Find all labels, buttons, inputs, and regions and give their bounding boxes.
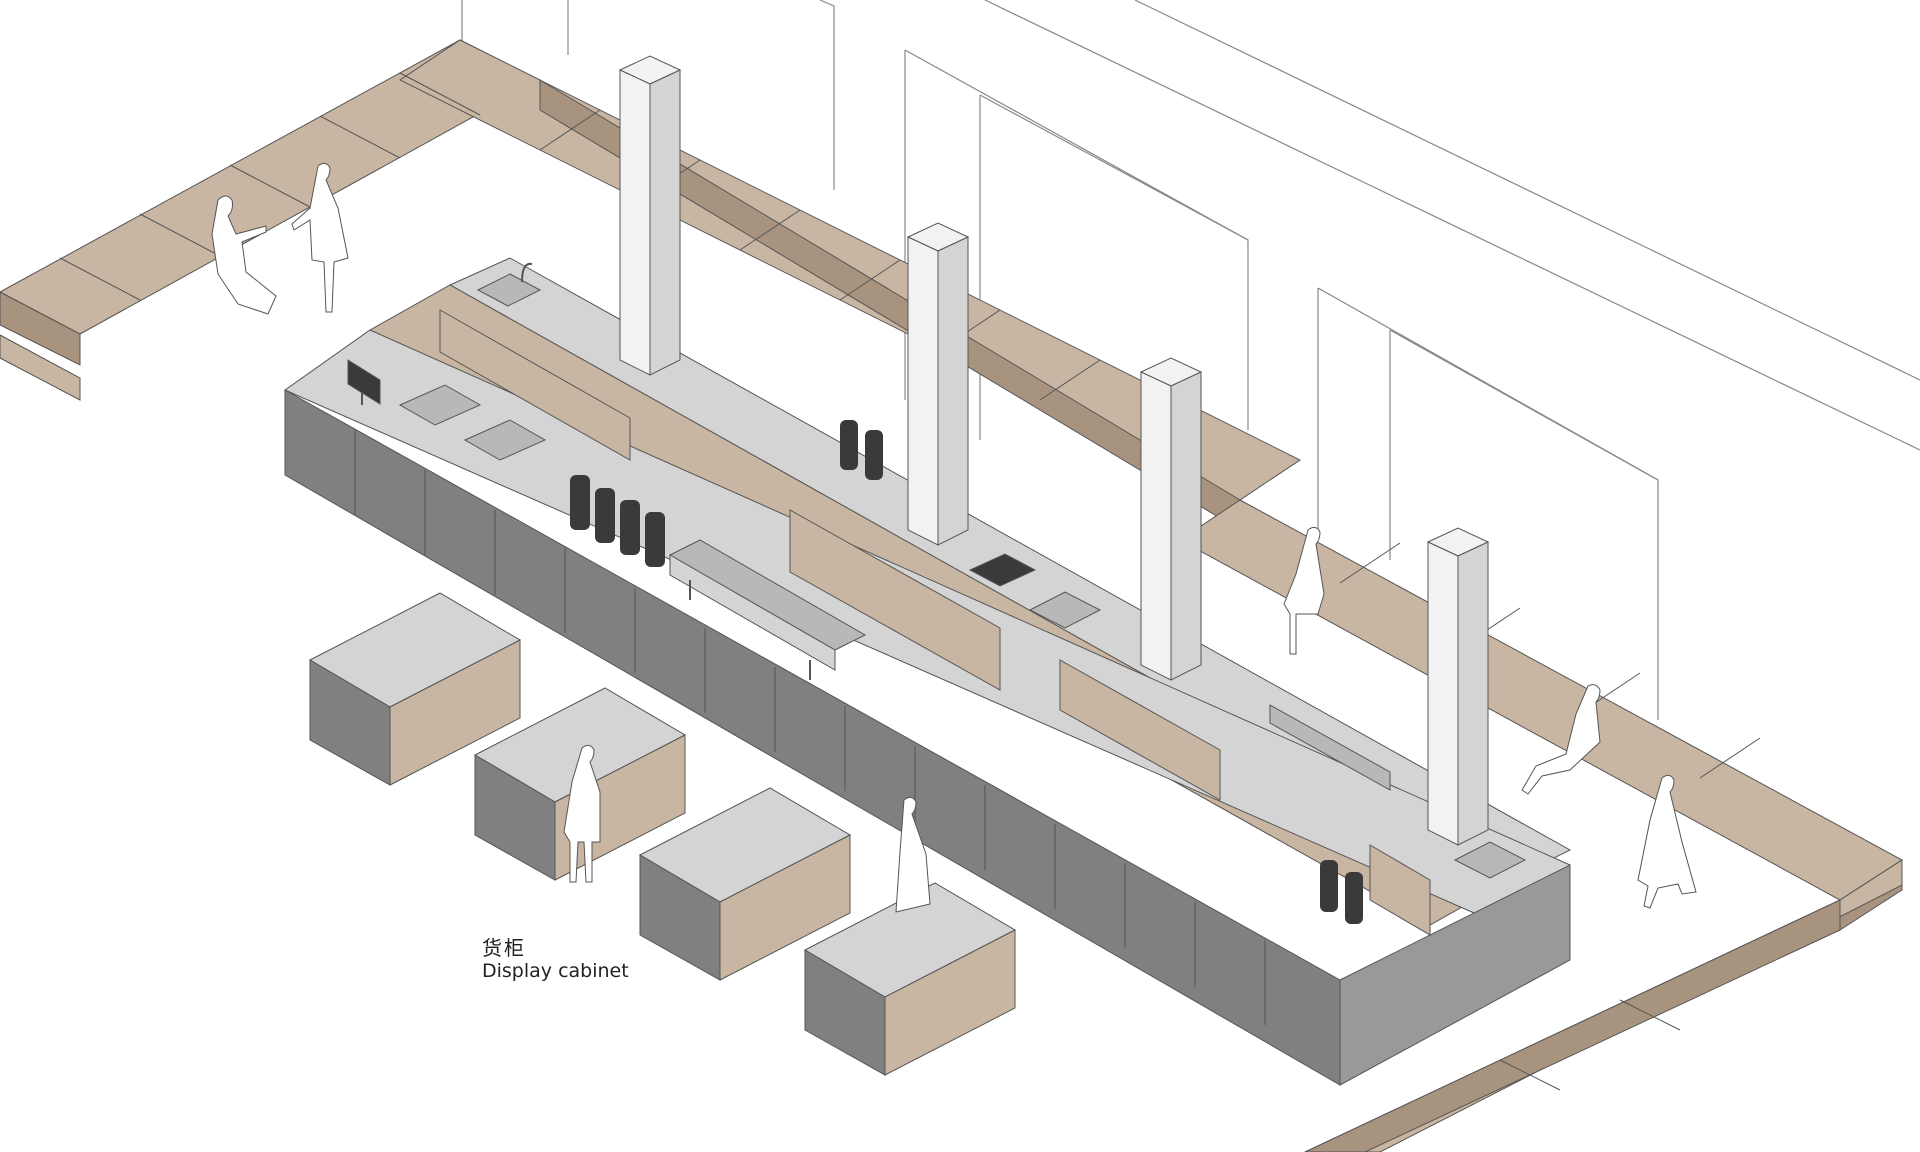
pillar — [906, 222, 970, 546]
espresso-machine-icon — [668, 539, 867, 680]
counter-panels — [354, 430, 1266, 1025]
person-figure-icon — [563, 744, 601, 883]
person-figure-icon — [895, 796, 931, 913]
sink — [1453, 841, 1527, 879]
ingredient-trays — [398, 384, 547, 461]
coffee-grinder-icon — [570, 475, 665, 567]
pillars — [618, 55, 1490, 846]
display-cabinet — [638, 787, 852, 981]
people — [211, 162, 1697, 913]
back-cabinets — [439, 309, 1431, 936]
person-figure-icon — [1283, 526, 1325, 655]
sink — [968, 553, 1102, 629]
sink — [476, 262, 542, 307]
person-figure-icon — [1521, 684, 1601, 795]
coffee-grinder-icon — [840, 420, 883, 480]
display-cabinet — [803, 882, 1017, 1076]
pillar — [618, 55, 682, 376]
display-cabinet — [308, 592, 522, 786]
wall-lines — [461, 0, 1920, 720]
display-cabinet-label-en: Display cabinet — [482, 960, 629, 982]
beer-tap-icon — [1269, 704, 1391, 791]
display-cabinets — [308, 592, 1017, 1076]
person-figure-icon — [1637, 774, 1697, 909]
pillar — [1426, 527, 1490, 846]
person-figure-icon — [291, 162, 349, 313]
pillar — [1139, 357, 1203, 681]
pos-terminal-icon — [347, 359, 381, 405]
person-figure-icon — [211, 195, 277, 315]
display-cabinet-label-zh: 货柜 — [482, 936, 526, 960]
coffee-grinder-icon — [1320, 860, 1363, 924]
